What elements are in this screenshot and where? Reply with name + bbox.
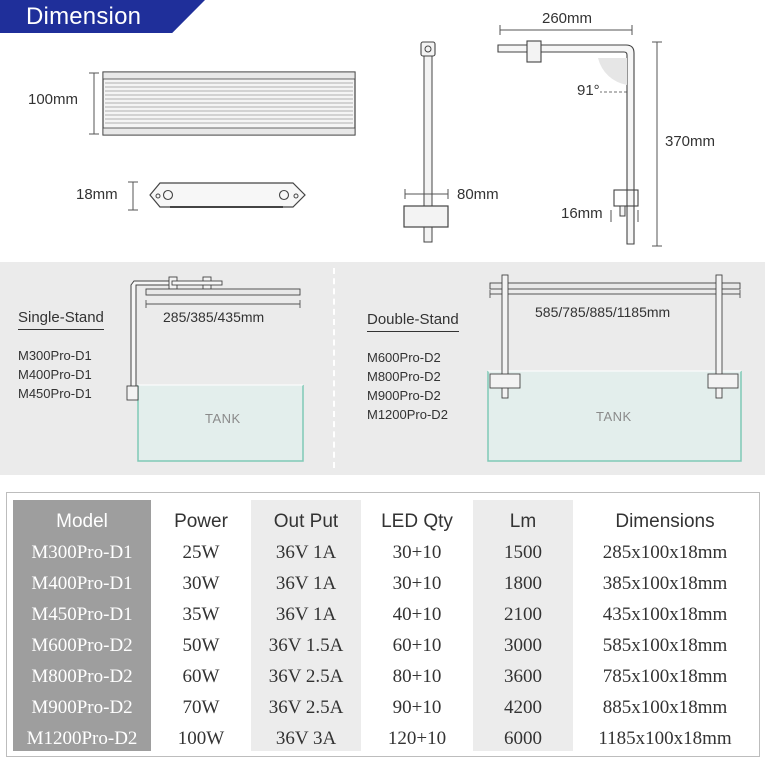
- table-cell: M800Pro-D2: [31, 666, 133, 687]
- table-cell: M600Pro-D2: [31, 635, 133, 656]
- table-cell: 36V 1.5A: [268, 635, 344, 656]
- table-cell: 50W: [182, 635, 220, 656]
- bracket-height-label: 370mm: [665, 133, 716, 150]
- table-header-cell: Dimensions: [615, 511, 715, 532]
- table-cell: 25W: [182, 542, 220, 563]
- table-column-output: Out Put 36V 1A 36V 1A 36V 1A 36V 1.5A 36V 2.5…: [251, 500, 361, 751]
- table-cell: 90+10: [392, 697, 442, 718]
- clamp-width-label: 80mm: [457, 186, 499, 203]
- double-stand-title: Double-Stand: [367, 311, 459, 332]
- table-cell: M450Pro-D1: [31, 604, 133, 625]
- table-cell: 70W: [182, 697, 220, 718]
- table-cell: 100W: [177, 728, 225, 749]
- table-cell: 120+10: [387, 728, 447, 749]
- light-height-label: 100mm: [28, 91, 79, 108]
- header-ribbon: [0, 0, 205, 33]
- table-cell: 80+10: [392, 666, 442, 687]
- table-cell: M1200Pro-D2: [26, 728, 138, 749]
- light-top-view: [89, 25, 662, 247]
- table-cell: 885x100x18mm: [602, 697, 728, 718]
- double-stand-model: M600Pro-D2: [367, 350, 441, 365]
- table-cell: 585x100x18mm: [602, 635, 728, 656]
- table-cell: 40+10: [392, 604, 442, 625]
- table-cell: M900Pro-D2: [31, 697, 133, 718]
- table-cell: 36V 2.5A: [268, 666, 344, 687]
- table-cell: 4200: [504, 697, 542, 718]
- table-column-power: Power 25W 30W 35W 50W 60W 70W 100W: [151, 500, 251, 751]
- table-header-cell: Out Put: [273, 511, 339, 532]
- table-cell: 30+10: [392, 573, 442, 594]
- table-cell: 385x100x18mm: [602, 573, 728, 594]
- table-cell: 2100: [504, 604, 542, 625]
- bracket-length-label: 260mm: [542, 10, 593, 27]
- light-thickness-label: 18mm: [76, 186, 118, 203]
- table-header-cell: Model: [56, 511, 108, 532]
- double-stand-model: M900Pro-D2: [367, 388, 441, 403]
- table-cell: 30+10: [392, 542, 442, 563]
- table-cell: 1185x100x18mm: [598, 728, 732, 749]
- table-column-lumens: Lm 1500 1800 2100 3000 3600 4200 6000: [473, 500, 573, 751]
- double-stand-model: M1200Pro-D2: [367, 407, 448, 422]
- single-stand-diagram: [126, 274, 742, 462]
- table-cell: 30W: [182, 573, 220, 594]
- table-cell: 36V 1A: [275, 604, 337, 625]
- single-stand-title: Single-Stand: [18, 309, 104, 330]
- single-stand-model: M400Pro-D1: [18, 367, 92, 382]
- table-cell: 1500: [504, 542, 542, 563]
- table-cell: M400Pro-D1: [31, 573, 133, 594]
- table-column-led-qty: LED Qty 30+10 30+10 40+10 60+10 80+10 90+10 120…: [361, 500, 473, 751]
- single-stand-model: M450Pro-D1: [18, 386, 92, 401]
- table-cell: 785x100x18mm: [602, 666, 728, 687]
- table-cell: 36V 1A: [275, 573, 337, 594]
- table-cell: 435x100x18mm: [602, 604, 728, 625]
- table-cell: 285x100x18mm: [602, 542, 728, 563]
- table-cell: M300Pro-D1: [31, 542, 133, 563]
- table-cell: 36V 2.5A: [268, 697, 344, 718]
- double-stand-length-label: 585/785/885/1185mm: [535, 304, 671, 320]
- page-title: Dimension: [26, 3, 142, 30]
- table-cell: 36V 3A: [275, 728, 337, 749]
- table-header-cell: LED Qty: [381, 511, 453, 532]
- table-cell: 3000: [504, 635, 542, 656]
- table-cell: 6000: [504, 728, 542, 749]
- table-column-dimensions: Dimensions 285x100x18mm 385x100x18mm 435x10…: [573, 500, 757, 751]
- single-stand-length-label: 285/385/435mm: [163, 309, 265, 325]
- clamp-gap-label: 16mm: [561, 205, 603, 222]
- bracket-angle-label: 91°: [577, 82, 600, 99]
- table-cell: 1800: [504, 573, 542, 594]
- table-header-cell: Lm: [509, 511, 537, 532]
- band-divider: [333, 268, 335, 468]
- double-stand-tank-label: TANK: [596, 409, 632, 424]
- double-stand-model: M800Pro-D2: [367, 369, 441, 384]
- table-cell: 36V 1A: [275, 542, 337, 563]
- single-stand-model: M300Pro-D1: [18, 348, 92, 363]
- single-stand-tank-label: TANK: [205, 411, 241, 426]
- table-cell: 60+10: [392, 635, 442, 656]
- table-cell: 35W: [182, 604, 220, 625]
- table-header-cell: Power: [174, 511, 228, 532]
- table-cell: 3600: [504, 666, 542, 687]
- table-cell: 60W: [182, 666, 220, 687]
